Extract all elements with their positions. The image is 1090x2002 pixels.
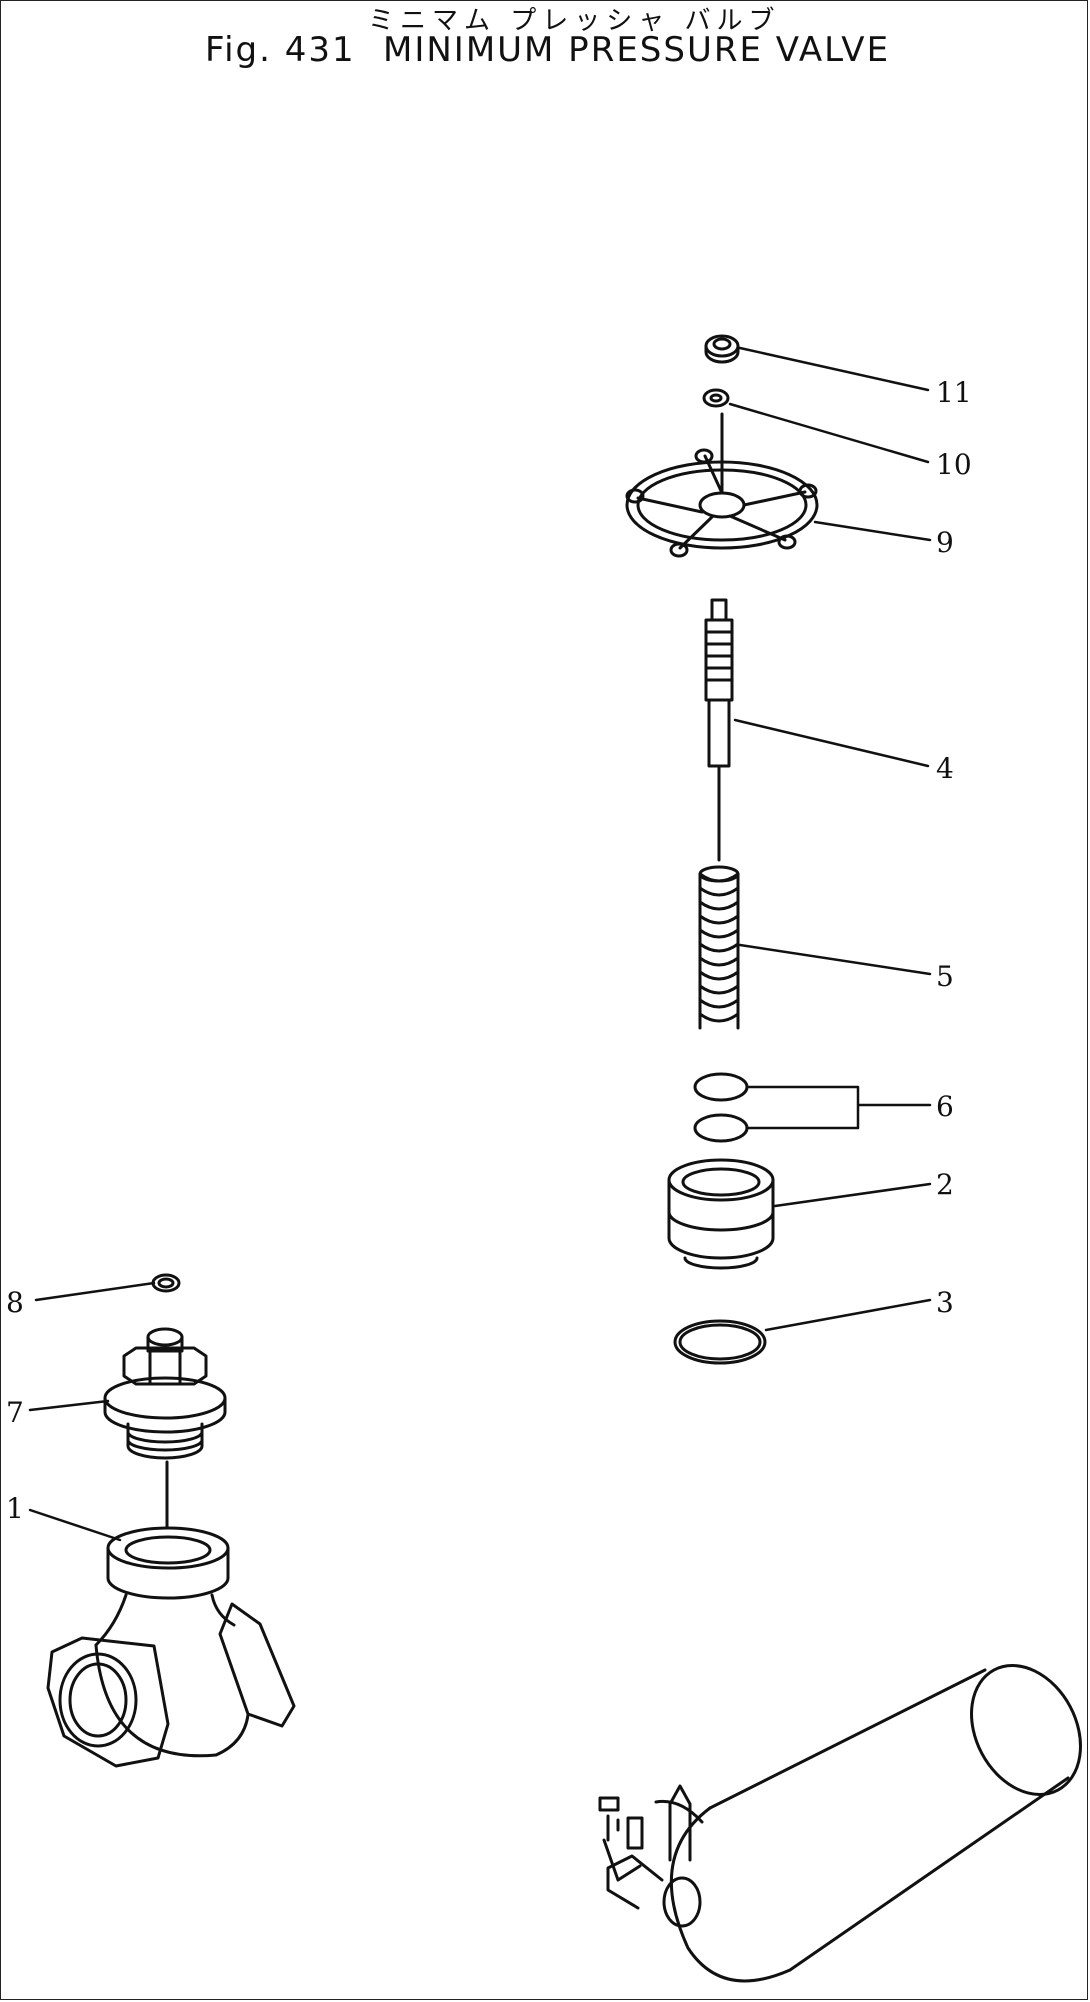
callout-10: 10 xyxy=(936,448,972,481)
callout-6: 6 xyxy=(936,1090,954,1123)
diagram-title: MINIMUM PRESSURE VALVE xyxy=(383,30,891,70)
callout-1: 1 xyxy=(6,1492,24,1525)
part-7-plug xyxy=(103,1327,227,1530)
callout-11: 11 xyxy=(936,376,972,409)
part-5-spring xyxy=(698,865,740,1030)
callout-7: 7 xyxy=(6,1396,24,1429)
part-10-washer xyxy=(702,388,730,408)
callout-3: 3 xyxy=(936,1286,954,1319)
callout-2: 2 xyxy=(936,1168,954,1201)
part-3-o-ring xyxy=(673,1319,767,1365)
japanese-title: ミニマム プレッシャ バルブ xyxy=(368,6,781,36)
part-9-handwheel xyxy=(625,412,819,558)
leader-lines xyxy=(28,346,932,1542)
part-1-valve-body xyxy=(46,1526,296,1768)
callout-5: 5 xyxy=(936,960,954,993)
callout-4: 4 xyxy=(936,752,954,785)
figure-number: Fig. 431 xyxy=(205,30,356,70)
callout-9: 9 xyxy=(936,526,954,559)
air-tank xyxy=(598,1664,1082,1983)
part-4-stem xyxy=(704,598,734,862)
part-2-seat xyxy=(667,1158,775,1270)
callout-8: 8 xyxy=(6,1286,24,1319)
part-11-cap-nut xyxy=(704,334,740,364)
